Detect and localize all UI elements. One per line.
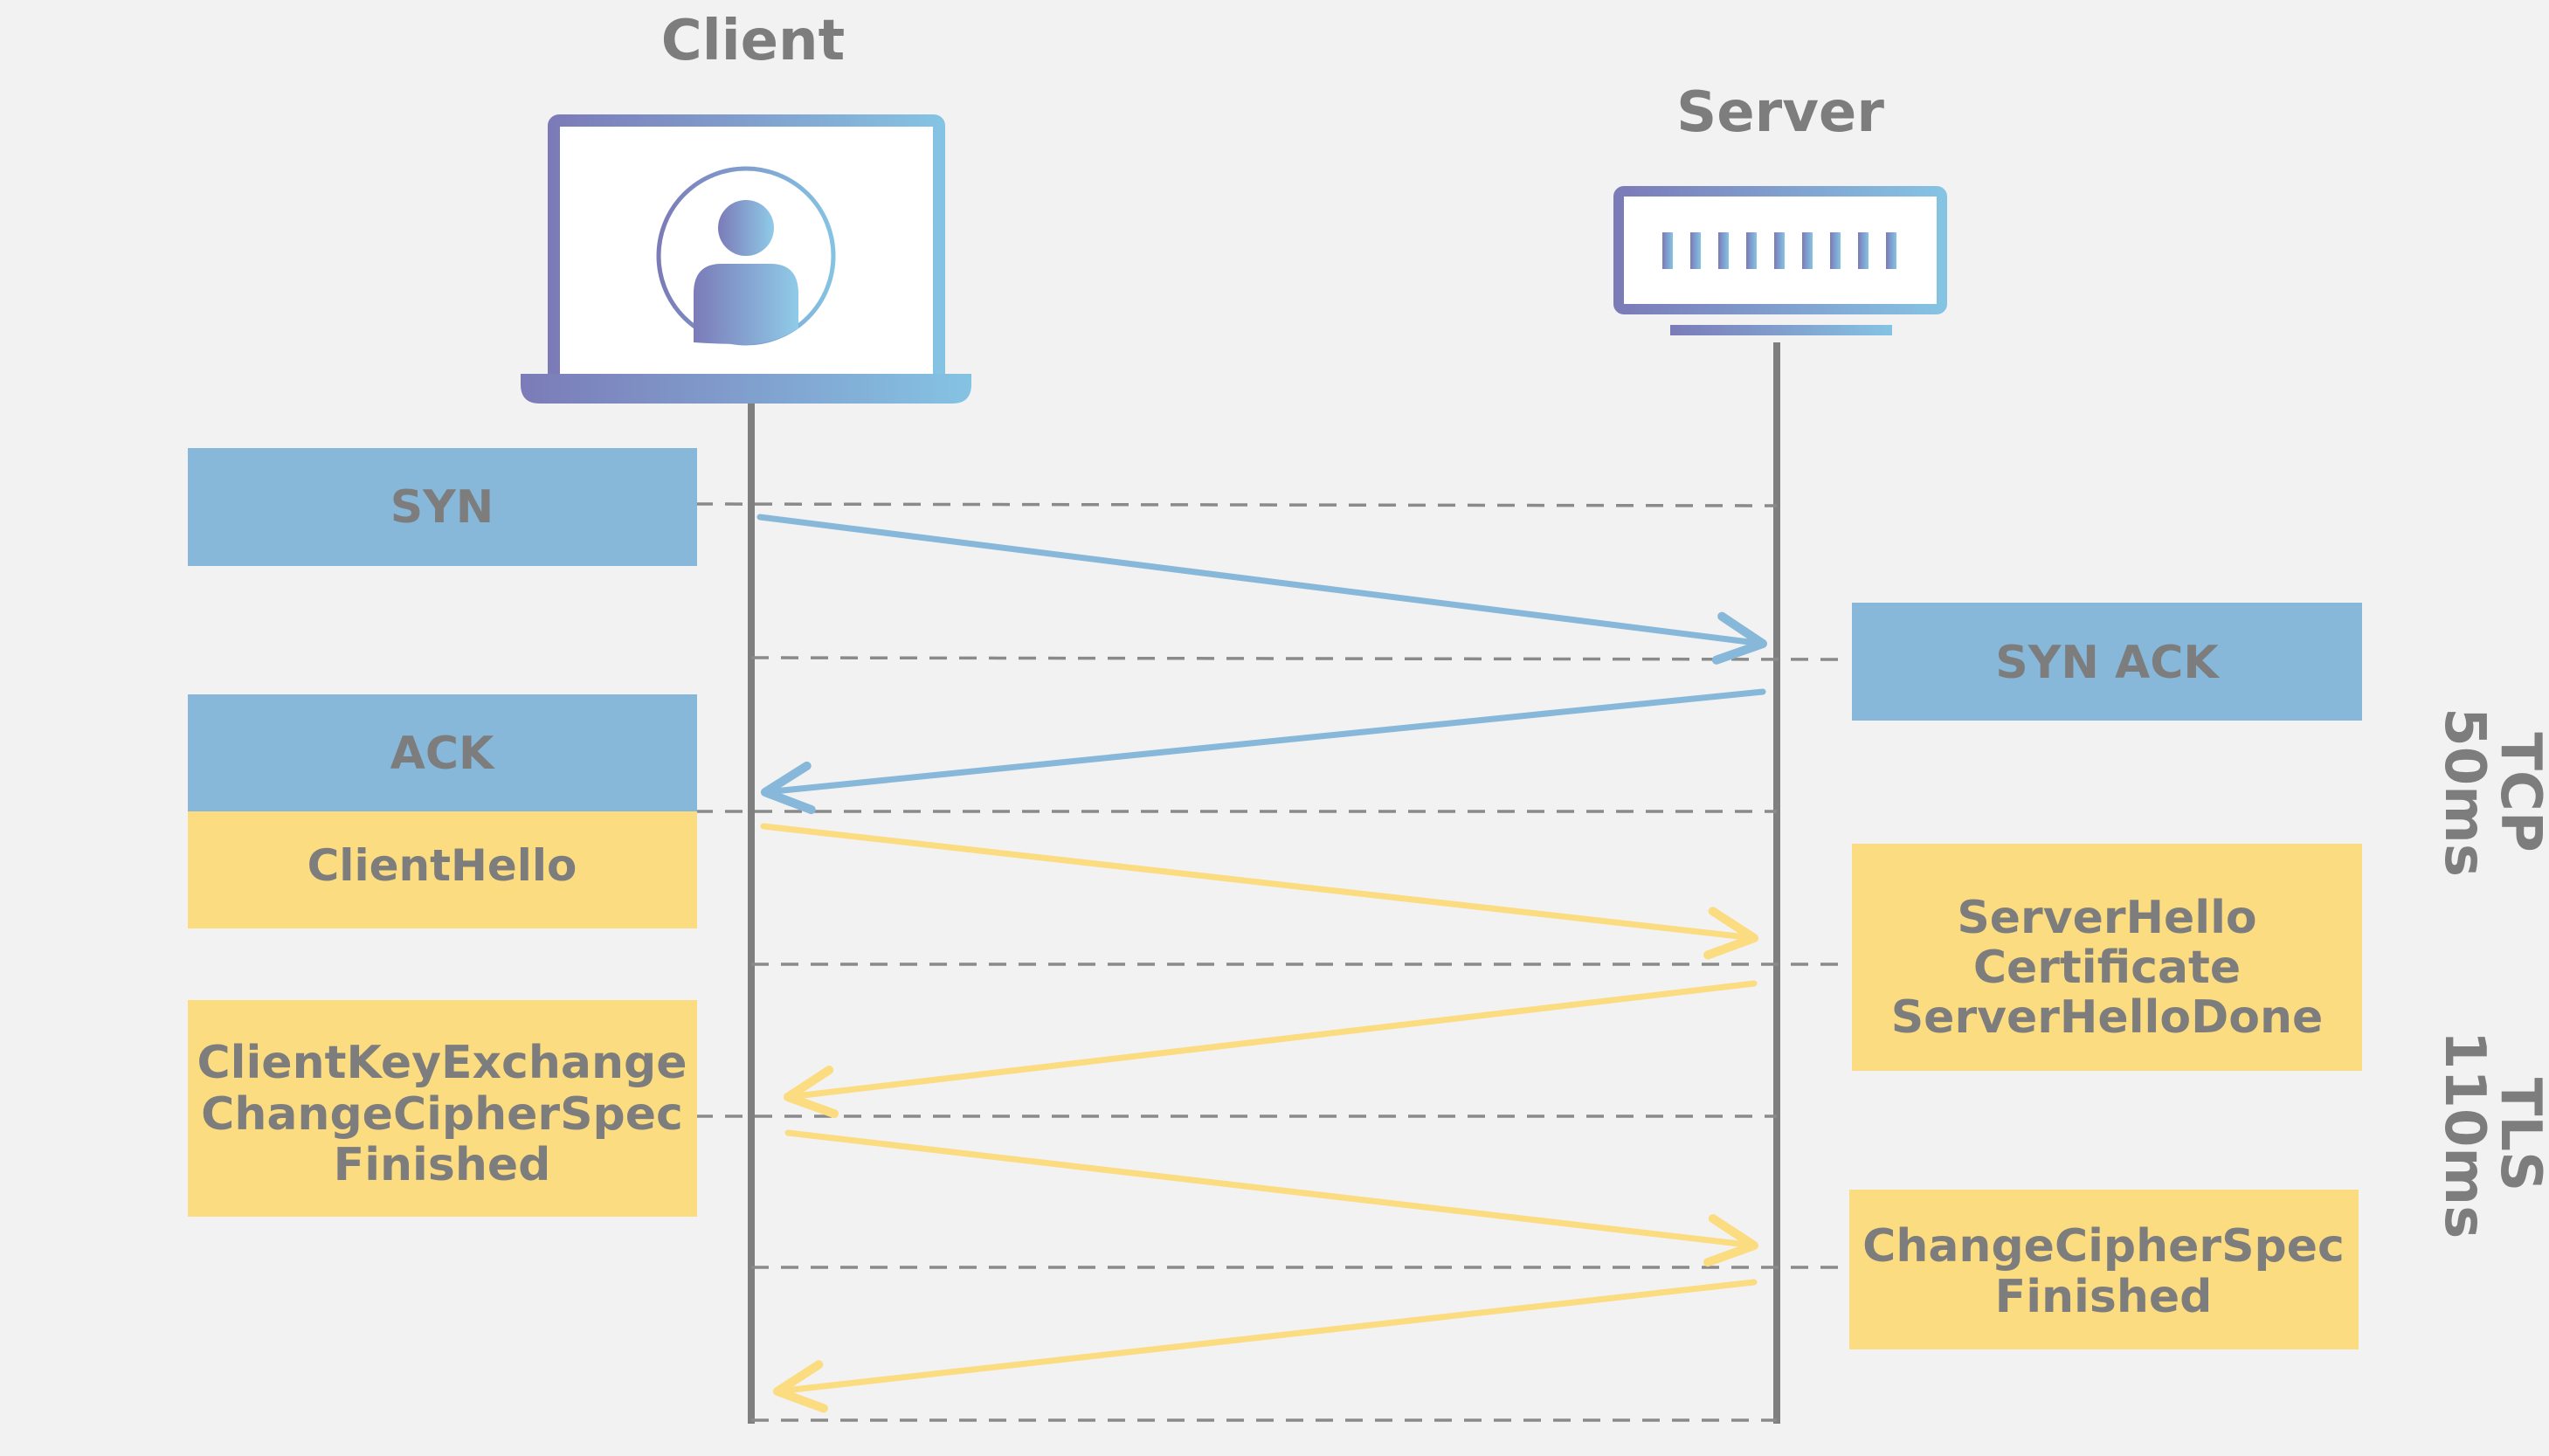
client-hello-box: ClientHello <box>188 811 697 928</box>
server-hello-box: ServerHello Certificate ServerHelloDone <box>1852 844 2362 1071</box>
client-title: Client <box>661 9 845 73</box>
server-hello-arrow <box>783 980 1758 1119</box>
server-finished-line: Finished <box>1995 1271 2213 1323</box>
client-hello-arrow <box>760 823 1759 960</box>
client-hello-label: ClientHello <box>307 840 577 891</box>
server-hello-done-line: ServerHelloDone <box>1891 991 2324 1044</box>
tcp-phase-time: 50ms <box>2432 707 2497 877</box>
certificate-line: Certificate <box>1973 942 2241 994</box>
client-change-cipher-spec-line: ChangeCipherSpec <box>201 1088 683 1141</box>
ack-box: ACK <box>188 694 697 811</box>
client-key-exchange-line: ClientKeyExchange <box>197 1037 687 1089</box>
syn-ack-box: SYN ACK <box>1852 603 2362 721</box>
ack-label: ACK <box>390 728 495 780</box>
tls-phase-time: 110ms <box>2432 1031 2497 1239</box>
server-hello-line: ServerHello <box>1957 892 2256 944</box>
tls-phase-label: TLS 110ms <box>2432 1031 2549 1239</box>
server-title: Server <box>1676 80 1884 145</box>
server-rack-icon <box>1613 186 1947 335</box>
laptop-user-icon <box>521 114 971 404</box>
syn-arrow <box>756 514 1768 665</box>
syn-ack-arrow <box>760 688 1766 815</box>
server-change-cipher-spec-line: ChangeCipherSpec <box>1862 1220 2345 1273</box>
syn-label: SYN <box>390 481 494 534</box>
syn-box: SYN <box>188 448 697 566</box>
tcp-phase-label: TCP 50ms <box>2432 707 2549 877</box>
tls-phase-name: TLS <box>2488 1078 2549 1192</box>
syn-ack-label: SYN ACK <box>1995 637 2220 689</box>
client-finished-line: Finished <box>334 1139 551 1191</box>
server-finished-arrow <box>772 1279 1758 1413</box>
tcp-phase-name: TCP <box>2488 732 2549 852</box>
server-change-cipher-box: ChangeCipherSpec Finished <box>1849 1190 2359 1349</box>
client-key-exchange-box: ClientKeyExchange ChangeCipherSpec Finis… <box>188 1000 697 1217</box>
client-key-exchange-arrow <box>784 1129 1759 1267</box>
timeline-guides <box>694 502 1851 1422</box>
